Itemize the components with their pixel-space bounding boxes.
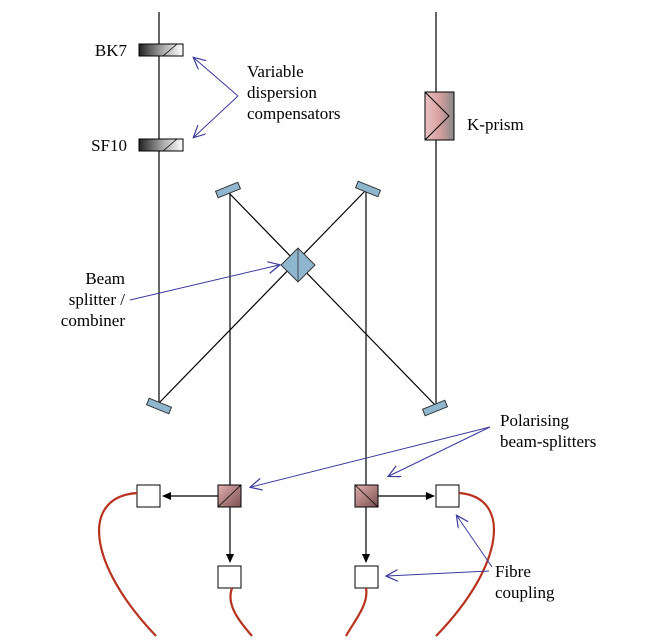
k-prism xyxy=(424,91,455,141)
diagonal-beam-left-to-upper-right xyxy=(158,189,367,404)
arrow-to-fibre-coupler-right-side xyxy=(457,516,493,568)
label-beam-splitter-line1: Beam xyxy=(85,269,125,288)
bk7-compensator xyxy=(138,43,184,57)
mirror-top-right xyxy=(354,180,382,198)
label-variable-line1: Variable xyxy=(247,62,304,81)
arrow-to-bk7 xyxy=(194,58,239,97)
beam-paths xyxy=(158,12,437,563)
arrow-to-fibre-coupler-right-bottom xyxy=(387,571,490,576)
mirror-bottom-left xyxy=(145,397,173,415)
labels: BK7 SF10 Variable dispersion compensator… xyxy=(61,41,597,602)
fibres xyxy=(98,491,495,637)
fibre-right-outer xyxy=(435,491,495,637)
label-beam-splitter-line2: splitter / xyxy=(69,290,125,309)
diagonal-beam-upper-left-to-lower-right xyxy=(228,192,437,407)
fibre-coupler-left-bottom xyxy=(217,565,242,589)
label-beam-splitter-line3: combiner xyxy=(61,311,126,330)
mirror-top-left xyxy=(214,181,242,199)
mirror-bottom-right xyxy=(421,399,449,417)
label-polarising-line2: beam-splitters xyxy=(500,432,596,451)
fibre-right-inner xyxy=(345,587,368,637)
label-fibre-line2: coupling xyxy=(495,583,555,602)
label-polarising-line1: Polarising xyxy=(500,411,569,430)
polarising-beam-splitter-right xyxy=(354,484,379,508)
polarising-beam-splitter-left xyxy=(217,484,242,508)
label-bk7: BK7 xyxy=(95,41,128,60)
fibre-coupler-right-bottom xyxy=(354,565,379,589)
label-variable-line3: compensators xyxy=(247,104,340,123)
fibre-coupler-left-side xyxy=(136,484,161,508)
sf10-compensator xyxy=(138,138,184,152)
label-variable-line2: dispersion xyxy=(247,83,317,102)
fibre-left-outer xyxy=(98,491,157,637)
fibre-left-inner xyxy=(229,587,253,637)
beam-splitter-cube xyxy=(280,247,316,283)
fibre-coupler-right-side xyxy=(435,484,460,508)
arrow-to-pbs-right xyxy=(389,426,491,476)
label-k-prism: K-prism xyxy=(467,115,524,134)
mirrors xyxy=(145,180,449,417)
fibre-couplers xyxy=(136,484,460,589)
label-sf10: SF10 xyxy=(91,136,127,155)
annotation-arrows xyxy=(129,58,493,576)
arrow-to-pbs-left xyxy=(251,426,491,487)
arrow-to-beam-splitter xyxy=(129,265,279,301)
arrow-to-sf10 xyxy=(194,95,239,137)
label-fibre-line1: Fibre xyxy=(495,562,531,581)
